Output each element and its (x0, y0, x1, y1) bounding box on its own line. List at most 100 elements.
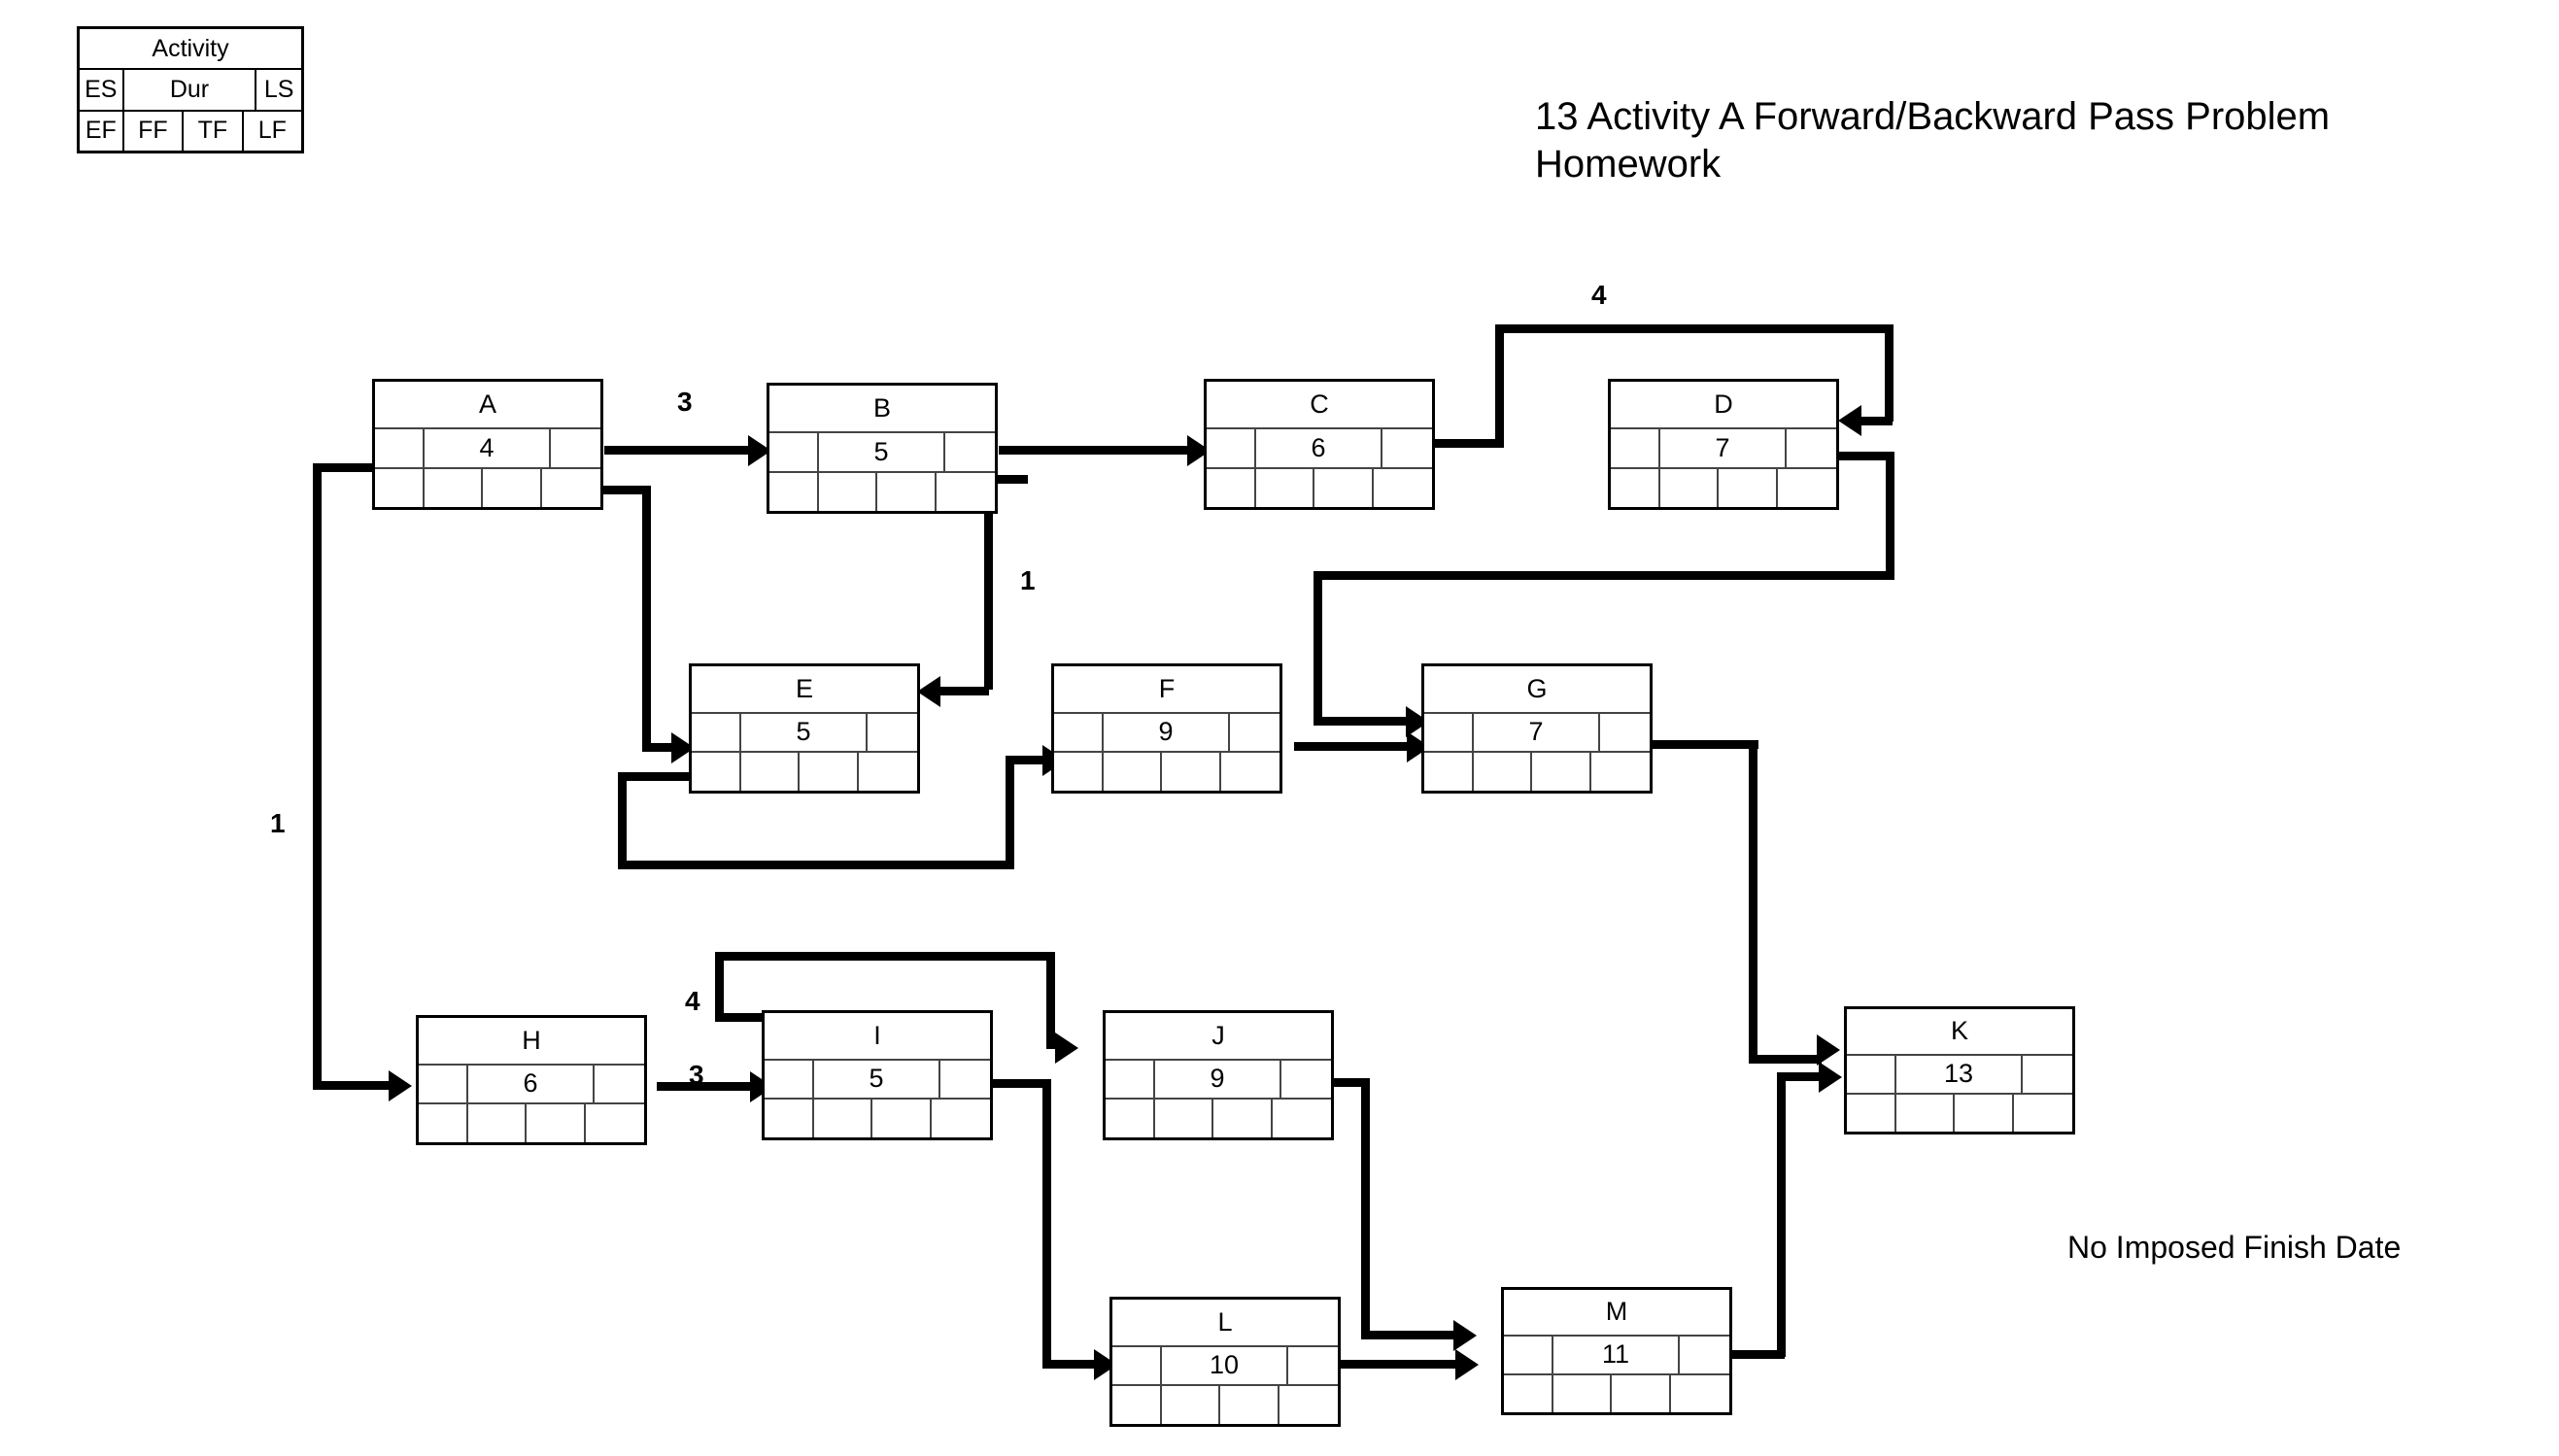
activity-node-a[interactable]: A 4 (372, 379, 603, 510)
activity-node-g[interactable]: G 7 (1421, 663, 1653, 794)
node-c-ff[interactable] (1256, 469, 1315, 508)
node-h-ff[interactable] (468, 1104, 528, 1142)
node-l-ef[interactable] (1112, 1386, 1163, 1424)
node-d-lf[interactable] (1778, 469, 1836, 507)
node-b-lf[interactable] (937, 473, 995, 511)
node-e-ls[interactable] (868, 714, 917, 752)
node-b-ef[interactable] (769, 473, 820, 512)
node-b-ls[interactable] (945, 433, 995, 471)
edge-c-d-top (1495, 324, 1894, 333)
node-j-ef[interactable] (1106, 1100, 1156, 1137)
node-d-ff[interactable] (1660, 469, 1720, 508)
activity-node-l[interactable]: L 10 (1109, 1297, 1341, 1427)
node-g-ef[interactable] (1424, 753, 1475, 791)
node-g-ff[interactable] (1474, 753, 1533, 791)
node-m-tf[interactable] (1612, 1374, 1671, 1412)
legend-row-title: Activity (80, 29, 301, 71)
node-i-ef[interactable] (765, 1100, 815, 1137)
node-g-es[interactable] (1424, 713, 1475, 752)
lag-label-i-j: 4 (685, 986, 700, 1016)
activity-node-f[interactable]: F 9 (1051, 663, 1282, 794)
node-k-ff[interactable] (1896, 1094, 1956, 1132)
activity-node-j[interactable]: J 9 (1103, 1010, 1334, 1140)
node-f-es[interactable] (1054, 713, 1105, 752)
node-l-tf[interactable] (1220, 1386, 1280, 1424)
node-h-ls[interactable] (595, 1066, 644, 1103)
node-h-ef[interactable] (419, 1104, 469, 1142)
node-f-ff[interactable] (1104, 753, 1163, 791)
node-h-tf[interactable] (527, 1104, 586, 1142)
activity-node-c[interactable]: C 6 (1204, 379, 1435, 510)
node-m-ls[interactable] (1680, 1337, 1729, 1373)
node-b-es[interactable] (769, 433, 820, 472)
node-m-es[interactable] (1504, 1336, 1554, 1373)
node-k-tf[interactable] (1955, 1094, 2014, 1132)
node-m-lf[interactable] (1671, 1375, 1729, 1412)
activity-node-k[interactable]: K 13 (1844, 1006, 2075, 1134)
node-d-ef[interactable] (1611, 469, 1661, 508)
node-l-es[interactable] (1112, 1346, 1163, 1385)
node-c-lf[interactable] (1374, 469, 1432, 507)
node-a-tf[interactable] (483, 469, 542, 508)
node-j-lf[interactable] (1273, 1100, 1331, 1137)
node-i-lf[interactable] (932, 1100, 990, 1137)
node-k-lf[interactable] (2014, 1095, 2072, 1132)
activity-node-h[interactable]: H 6 (416, 1015, 647, 1145)
node-g-ls[interactable] (1600, 714, 1650, 752)
node-c-title: C (1207, 382, 1432, 430)
node-e-es[interactable] (692, 713, 742, 752)
node-i-ff[interactable] (814, 1100, 873, 1137)
node-i-tf[interactable] (872, 1100, 932, 1137)
node-c-ef[interactable] (1207, 469, 1257, 508)
edge-g-k-arrowhead (1817, 1034, 1840, 1066)
node-a-es[interactable] (375, 429, 426, 468)
node-i-es[interactable] (765, 1060, 815, 1099)
legend-ff-label: FF (124, 111, 185, 151)
node-c-es[interactable] (1207, 429, 1257, 468)
edge-a-h-stub (313, 463, 375, 472)
node-j-es[interactable] (1106, 1060, 1156, 1099)
node-d-ls[interactable] (1787, 429, 1836, 467)
node-l-lf[interactable] (1280, 1386, 1338, 1424)
activity-node-i[interactable]: I 5 (762, 1010, 993, 1140)
node-g-tf[interactable] (1532, 753, 1591, 791)
node-c-tf[interactable] (1314, 469, 1374, 508)
node-h-lf[interactable] (586, 1104, 644, 1142)
activity-node-m[interactable]: M 11 (1501, 1287, 1732, 1415)
node-e-lf[interactable] (859, 753, 917, 791)
activity-node-b[interactable]: B 5 (767, 383, 998, 514)
node-a-ls[interactable] (551, 429, 600, 467)
node-c-ls[interactable] (1382, 429, 1432, 467)
node-l-ff[interactable] (1162, 1386, 1221, 1424)
node-i-bottom-row (765, 1100, 990, 1137)
node-e-tf[interactable] (800, 753, 859, 791)
node-f-lf[interactable] (1221, 753, 1280, 791)
node-h-es[interactable] (419, 1065, 469, 1103)
node-e-ef[interactable] (692, 753, 742, 791)
node-j-ls[interactable] (1281, 1061, 1331, 1099)
node-e-ff[interactable] (741, 753, 801, 791)
node-a-ff[interactable] (425, 469, 484, 508)
node-a-ef[interactable] (375, 469, 426, 508)
node-j-ff[interactable] (1155, 1100, 1214, 1137)
activity-node-e[interactable]: E 5 (689, 663, 920, 794)
node-d-es[interactable] (1611, 429, 1661, 468)
node-a-bottom-row (375, 469, 600, 508)
node-k-ls[interactable] (2023, 1056, 2072, 1093)
node-f-tf[interactable] (1162, 753, 1221, 791)
node-b-tf[interactable] (877, 473, 937, 512)
node-d-tf[interactable] (1719, 469, 1778, 508)
node-f-ls[interactable] (1230, 714, 1280, 752)
node-l-ls[interactable] (1288, 1347, 1338, 1385)
node-f-ef[interactable] (1054, 753, 1105, 791)
node-k-ef[interactable] (1847, 1094, 1897, 1132)
node-k-es[interactable] (1847, 1055, 1897, 1093)
node-m-ef[interactable] (1504, 1374, 1554, 1412)
activity-node-d[interactable]: D 7 (1608, 379, 1839, 510)
node-b-ff[interactable] (819, 473, 878, 512)
node-m-ff[interactable] (1553, 1374, 1613, 1412)
node-a-lf[interactable] (542, 469, 600, 507)
node-i-ls[interactable] (940, 1061, 990, 1099)
node-j-tf[interactable] (1213, 1100, 1273, 1137)
node-g-lf[interactable] (1591, 753, 1650, 791)
